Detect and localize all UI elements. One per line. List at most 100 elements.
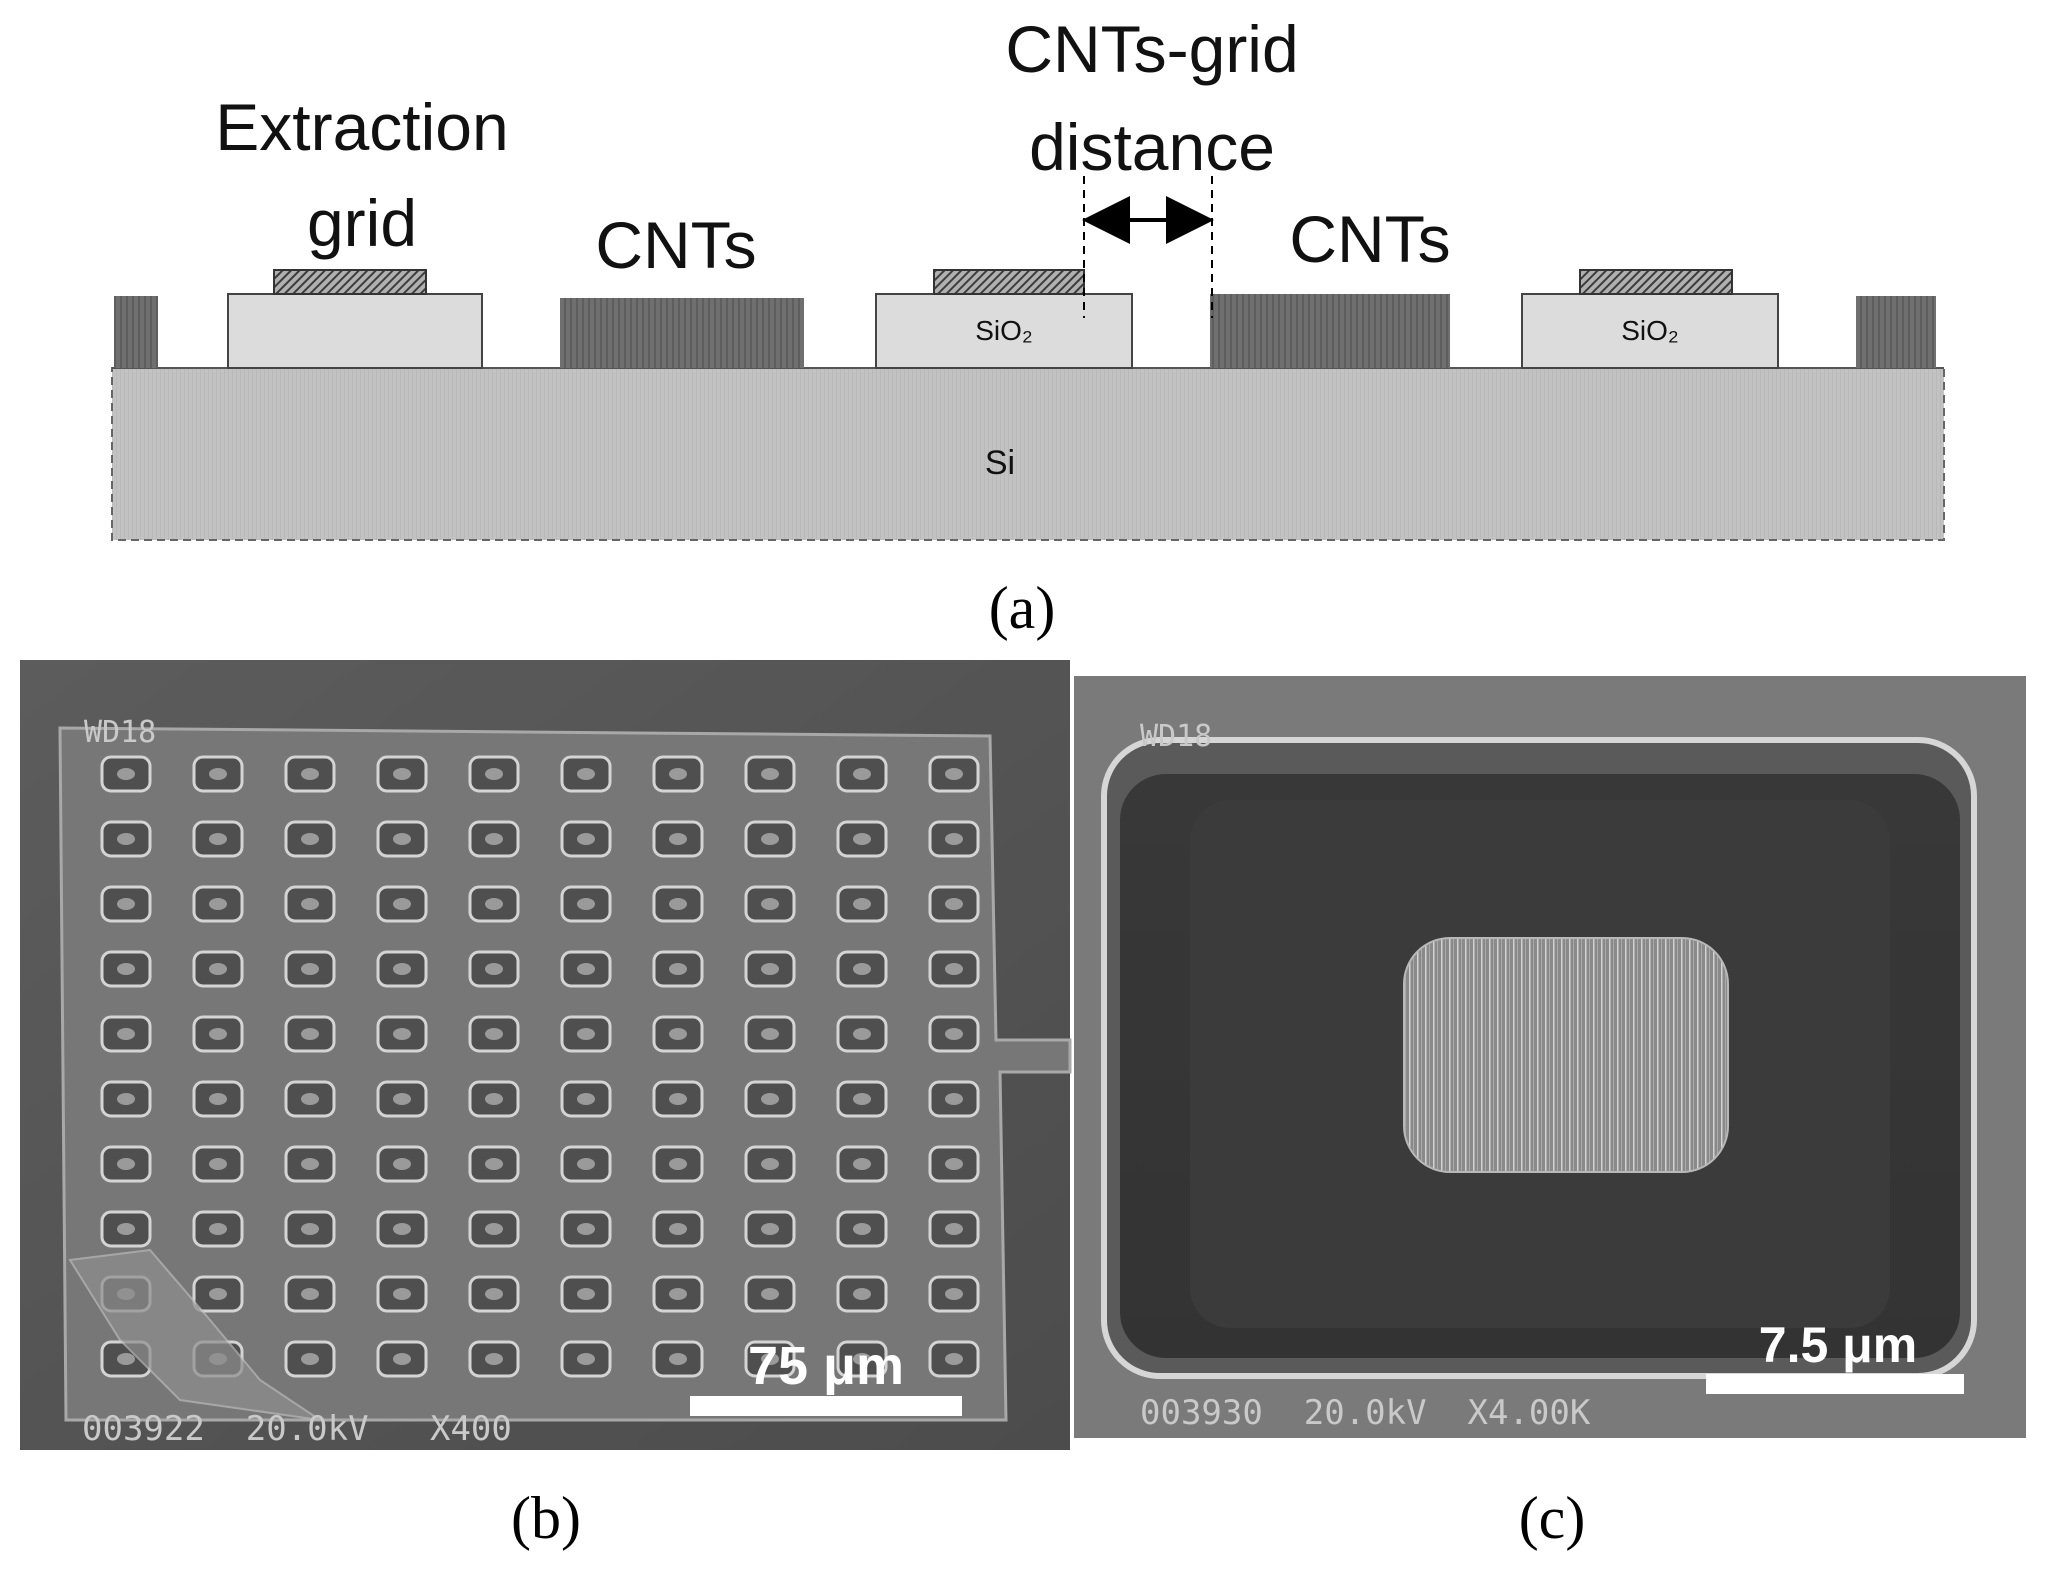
panel-a-schematic: Si SiO₂ SiO₂ Extraction grid CNTs CNTs C… <box>111 12 1945 641</box>
cnt-block-left <box>560 298 804 368</box>
sem-b-cell-cnt <box>669 1353 687 1365</box>
sem-b-footer: 003922 20.0kV X400 <box>82 1409 512 1449</box>
sem-b-cell-cnt <box>669 963 687 975</box>
sem-b-cell-cnt <box>853 963 871 975</box>
sem-b-cell-cnt <box>761 1028 779 1040</box>
sem-b-cell-cnt <box>853 1223 871 1235</box>
sem-b-cell-cnt <box>393 1353 411 1365</box>
cnts-label-left: CNTs <box>595 208 756 282</box>
sem-b-cell-cnt <box>117 768 135 780</box>
si-substrate <box>111 367 1945 541</box>
cnt-edge-right <box>1856 296 1936 368</box>
sem-b-cell-cnt <box>301 1288 319 1300</box>
sem-c-wd-label: WD18 <box>1140 719 1212 754</box>
sem-b-cell-cnt <box>485 1223 503 1235</box>
extraction-grid-label-line2: grid <box>307 186 417 260</box>
sem-b-cell-cnt <box>117 1223 135 1235</box>
sem-b-cell-cnt <box>945 963 963 975</box>
sem-b-cell-cnt <box>761 1288 779 1300</box>
sem-b-cell-cnt <box>577 768 595 780</box>
sem-b-cell-cnt <box>853 833 871 845</box>
sem-b-cell-cnt <box>761 1093 779 1105</box>
sem-b-cell-cnt <box>393 1223 411 1235</box>
sem-b-cell-cnt <box>393 963 411 975</box>
sem-b-cell-cnt <box>117 833 135 845</box>
sem-b-cell-cnt <box>393 1158 411 1170</box>
caption-b: (b) <box>511 1485 581 1551</box>
sem-b-cell-cnt <box>301 1028 319 1040</box>
sem-b-cell-cnt <box>669 1093 687 1105</box>
sem-b-cell-cnt <box>301 1093 319 1105</box>
sem-b-cell-cnt <box>945 1353 963 1365</box>
sem-b-cell-cnt <box>853 1093 871 1105</box>
sem-b-cell-cnt <box>393 898 411 910</box>
sem-b-cell-cnt <box>761 768 779 780</box>
sem-b-cell-cnt <box>117 1353 135 1365</box>
sem-b-cell-cnt <box>761 1158 779 1170</box>
sem-b-cell-cnt <box>669 1288 687 1300</box>
sem-b-cell-cnt <box>577 833 595 845</box>
sem-b-cell-cnt <box>301 1158 319 1170</box>
sem-b-cell-cnt <box>669 898 687 910</box>
sem-b-cell-cnt <box>301 898 319 910</box>
sem-b-cell-cnt <box>485 1158 503 1170</box>
sio2-block-left <box>227 293 483 369</box>
sem-b-scalebar <box>690 1396 962 1416</box>
sem-b-cell-cnt <box>393 1028 411 1040</box>
sem-b-cell-cnt <box>485 768 503 780</box>
sem-b-cell-cnt <box>945 1223 963 1235</box>
sem-b-cell-cnt <box>209 963 227 975</box>
sem-b-cell-cnt <box>301 1223 319 1235</box>
sem-b-cell-cnt <box>669 833 687 845</box>
cnts-grid-distance-label-line2: distance <box>1029 110 1275 184</box>
sem-b-cell-grid <box>100 755 980 1378</box>
sem-b-cell-cnt <box>209 1093 227 1105</box>
sem-b-cell-cnt <box>761 833 779 845</box>
sem-b-cell-cnt <box>393 1288 411 1300</box>
sem-b-cell-cnt <box>301 768 319 780</box>
sem-b-cell-cnt <box>945 768 963 780</box>
sem-b-scalebar-label: 75 μm <box>748 1336 904 1396</box>
sem-b-cell-cnt <box>853 1028 871 1040</box>
sio2-block-middle <box>875 293 1133 369</box>
sem-b-cell-cnt <box>209 768 227 780</box>
sem-b-cell-cnt <box>577 1288 595 1300</box>
sem-b-cell-cnt <box>117 1093 135 1105</box>
extraction-grid-metal-left <box>273 269 427 295</box>
sem-b-cell-cnt <box>209 833 227 845</box>
sem-b-cell-cnt <box>669 768 687 780</box>
sem-b-cell-cnt <box>945 1288 963 1300</box>
sem-b-cell-cnt <box>945 898 963 910</box>
sem-b-cell-cnt <box>853 1288 871 1300</box>
sem-b-cell-cnt <box>485 833 503 845</box>
cnts-label-right: CNTs <box>1289 202 1450 276</box>
sem-b-cell-cnt <box>117 963 135 975</box>
sem-b-cell-cnt <box>761 1353 779 1365</box>
sem-b-cell-cnt <box>117 1028 135 1040</box>
panel-c-sem: WD18 003930 20.0kV X4.00K 7.5 μm (c) <box>1074 676 2026 1551</box>
sem-b-cell-cnt <box>945 1028 963 1040</box>
sem-b-cell-cnt <box>485 1353 503 1365</box>
sem-b-cell-cnt <box>209 898 227 910</box>
sem-b-cell-cnt <box>393 768 411 780</box>
caption-a: (a) <box>989 575 1056 641</box>
sem-b-cell-cnt <box>853 768 871 780</box>
sem-b-cell-cnt <box>117 1158 135 1170</box>
sem-b-cell-cnt <box>761 898 779 910</box>
sem-b-cell-cnt <box>485 963 503 975</box>
extraction-grid-label-line1: Extraction <box>215 90 508 164</box>
sem-c-scalebar <box>1706 1374 1964 1394</box>
sem-b-cell-cnt <box>853 898 871 910</box>
sem-b-cell-cnt <box>301 833 319 845</box>
cnts-grid-distance-label-line1: CNTs-grid <box>1005 12 1298 86</box>
sem-b-cell-cnt <box>393 833 411 845</box>
sem-b-cell-cnt <box>945 833 963 845</box>
sem-b-cell-cnt <box>669 1028 687 1040</box>
cnt-block-right <box>1210 294 1450 368</box>
sem-b-cell-cnt <box>485 898 503 910</box>
sem-b-cell-cnt <box>485 1288 503 1300</box>
sem-b-cell-cnt <box>945 1093 963 1105</box>
sem-b-cell-cnt <box>393 1093 411 1105</box>
sem-b-cell-cnt <box>577 1093 595 1105</box>
